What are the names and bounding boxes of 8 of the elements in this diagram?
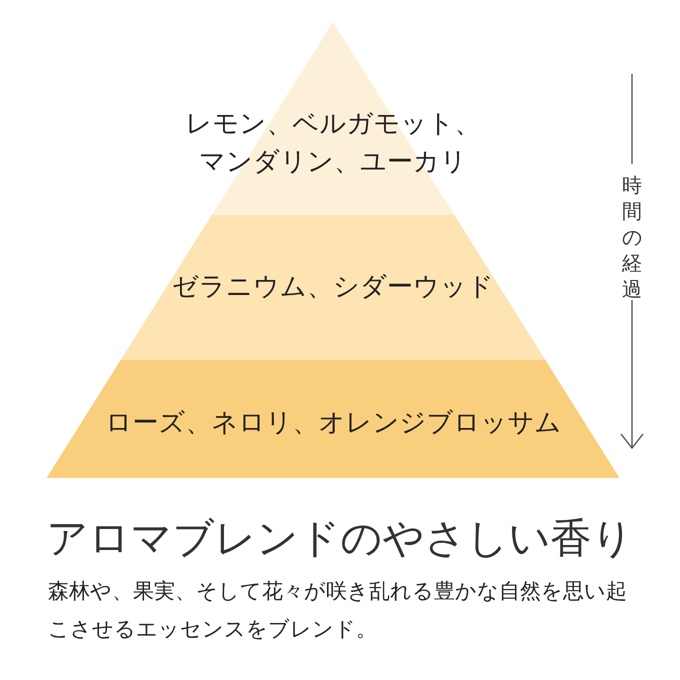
caption: 森林や、果実、そして花々が咲き乱れる豊かな自然を思い起こさせるエッセンスをブレンド。: [48, 578, 628, 643]
time-axis-label: 時間の経過: [621, 172, 643, 302]
tier-label: ゼラニウム、シダーウッド: [171, 271, 495, 304]
pyramid-tier: [120, 215, 546, 360]
tier-label: ローズ、ネロリ、オレンジブロッサム: [104, 407, 562, 440]
title: アロマブレンドのやさしい香り: [46, 513, 634, 564]
tier-label: レモン、ベルガモット、マンダリン、ユーカリ: [184, 108, 482, 179]
pyramid-tier: [47, 360, 620, 478]
